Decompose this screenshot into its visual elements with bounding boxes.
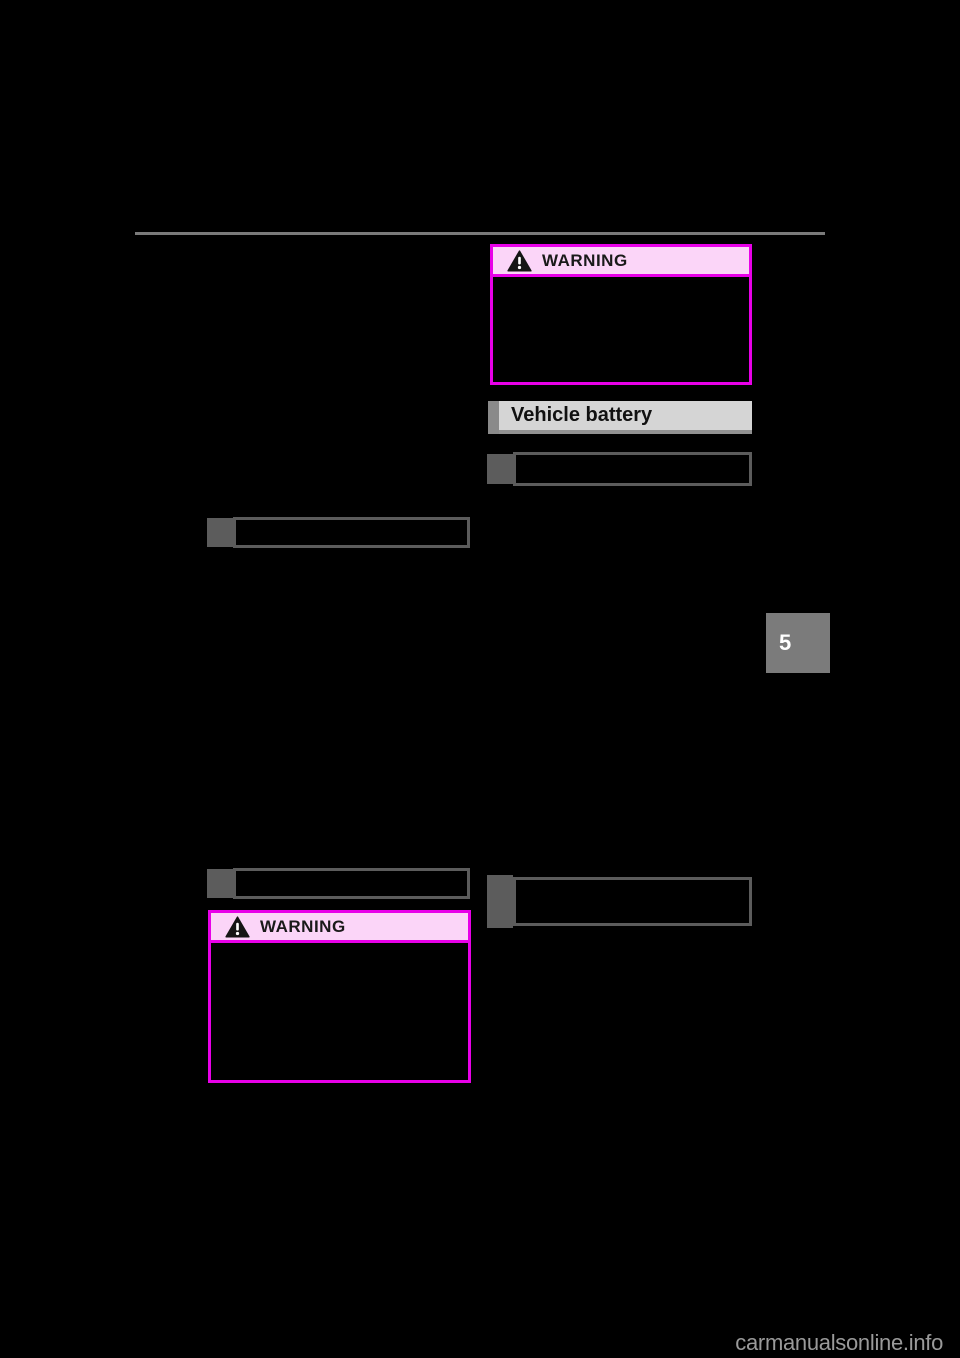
section-accent-bar [488,401,499,434]
subsection-bar [487,875,752,928]
warning-header: WARNING [211,913,468,943]
warning-title: WARNING [542,250,628,270]
subsection-title-box [233,517,470,548]
subsection-marker [487,454,513,484]
section-header-main: Vehicle battery [499,401,752,434]
page-header-rule [135,232,825,235]
warning-header: WARNING [493,247,749,277]
subsection-title-box [233,868,470,899]
section-title: Vehicle battery [511,404,653,426]
warning-triangle-icon [225,915,250,938]
subsection-marker [207,869,233,898]
warning-body [211,943,468,1080]
subsection-marker [207,518,233,547]
subsection-bar [207,517,470,548]
watermark: carmanualsonline.info [735,1330,943,1355]
chapter-tab: 5 [766,613,830,673]
subsection-title-box [513,877,752,926]
warning-body [493,277,749,382]
warning-triangle-icon [507,249,532,272]
chapter-number: 5 [779,630,792,655]
warning-box-bottom: WARNING [208,910,471,1083]
section-header-vehicle-battery: Vehicle battery [488,401,752,434]
warning-title: WARNING [260,916,346,936]
subsection-marker [487,875,513,928]
subsection-bar [207,868,470,899]
subsection-bar [487,452,752,486]
warning-box-top: WARNING [490,244,752,385]
subsection-title-box [513,452,752,486]
